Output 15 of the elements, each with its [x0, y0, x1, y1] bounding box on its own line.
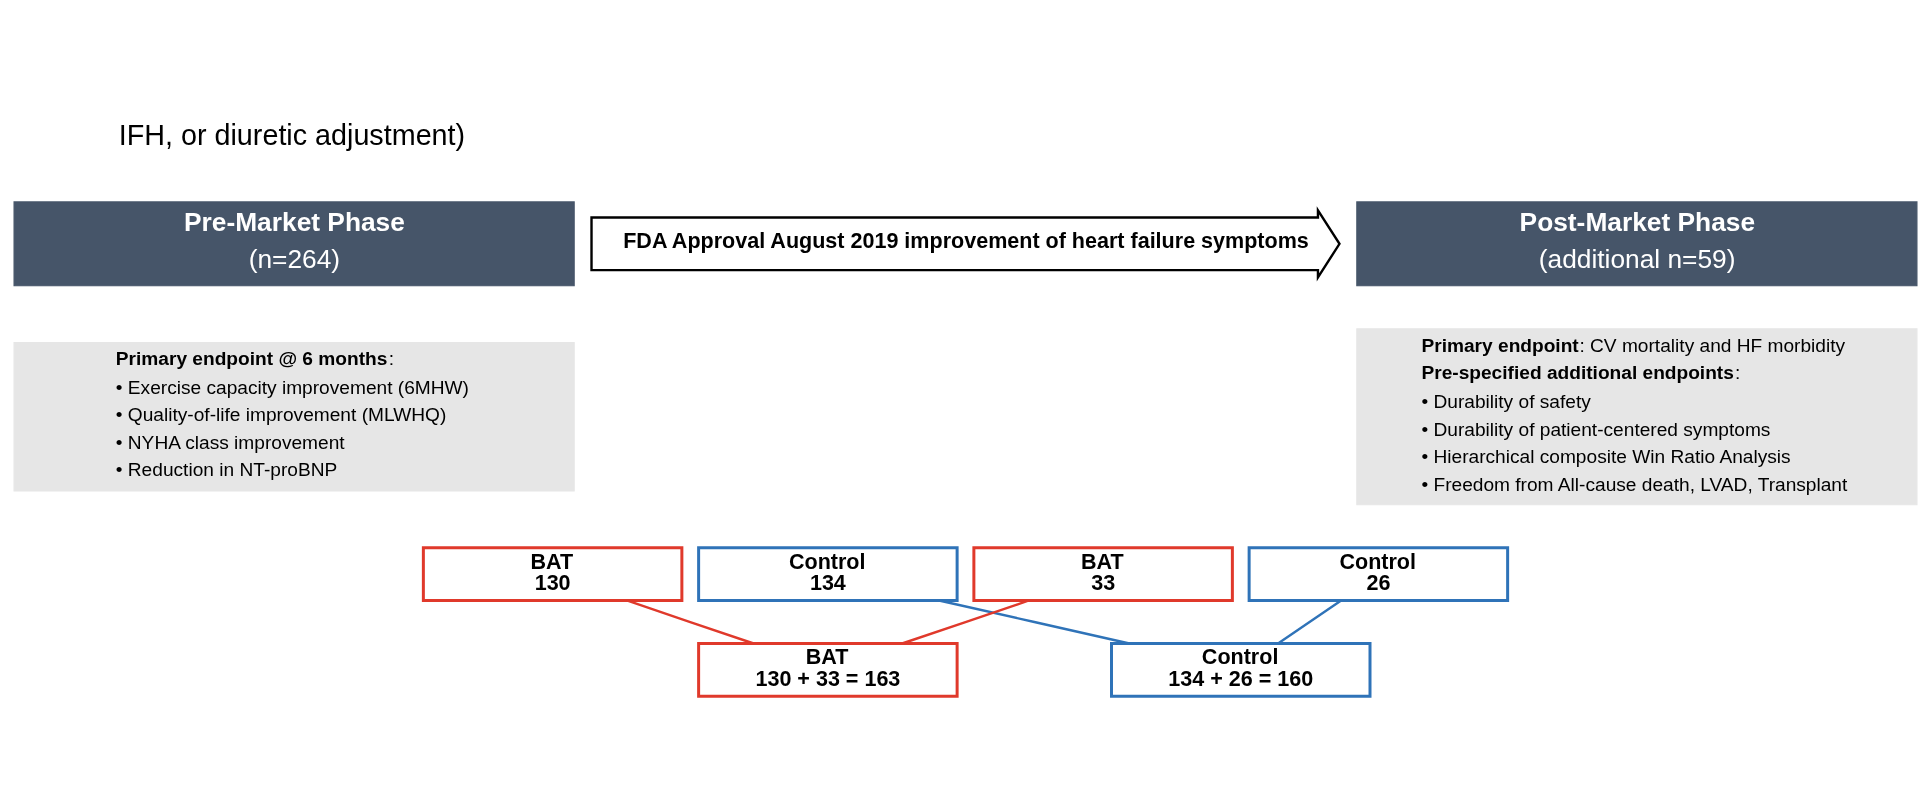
- node-box: Control 134: [697, 545, 959, 602]
- connector: [1277, 599, 1342, 644]
- connector: [901, 598, 1030, 645]
- node-box: Post-Market Phase (additional n=59): [1356, 200, 1918, 286]
- connector: [626, 598, 754, 645]
- node-box: BAT 33: [972, 545, 1234, 602]
- node-box: BAT 130 + 33 = 163: [697, 641, 959, 698]
- node-box: Primary endpoint @ 6 months: • Exercise capacity improvement (6MHW) • Quality-of-life improvement (MLWHQ) • NYHA class improvement • Reduction in NT-proBNP: [13, 341, 575, 492]
- node-box: Primary endpoint: CV mortality and HF morbidity Pre-specified additional endpoints: • Durability of safety • Durability of patient-centered symptoms • Hierarchical composite Win Ratio Analysis • Freedom from All-cause death, LVAD, Transplant: [1356, 327, 1918, 505]
- node-box: Pre-Market Phase (n=264): [13, 200, 575, 286]
- node-box: BAT 130: [421, 545, 684, 602]
- connector: [938, 598, 1130, 645]
- node-box: Control 26: [1247, 545, 1510, 602]
- label: IFH, or diuretic adjustment): [118, 118, 466, 151]
- node-box: Control 134 + 26 = 160: [1110, 641, 1372, 698]
